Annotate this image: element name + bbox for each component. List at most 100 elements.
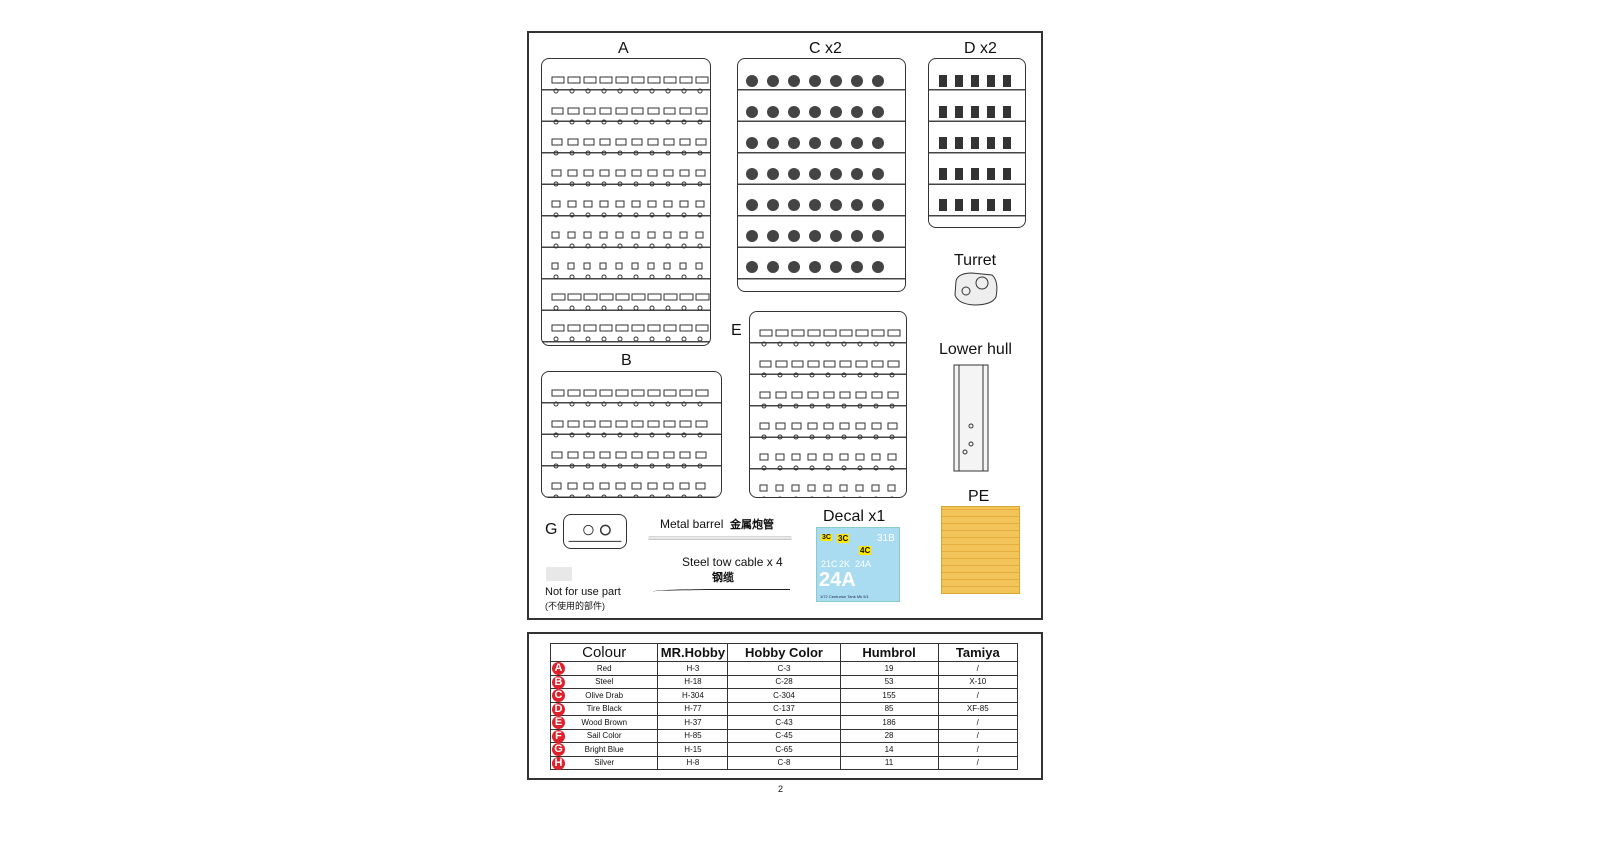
tamiya-code-text: /: [976, 758, 979, 768]
tamiya-code: /: [937, 755, 1019, 770]
tow-cable-label: Steel tow cable x 4: [682, 555, 783, 569]
color-name: C Olive Drab: [549, 688, 659, 703]
decal-code: 24A: [819, 569, 856, 591]
sprue-a-parts: [551, 76, 710, 342]
sprue-c: [737, 58, 906, 292]
humbrol-code-text: 85: [884, 704, 894, 714]
sprue-b: [541, 371, 722, 498]
decal-code: 3C: [837, 534, 850, 543]
mrhobby-code-text: H-18: [684, 677, 702, 687]
decal-code: 24A: [855, 559, 872, 569]
color-name-text: Silver: [594, 758, 615, 768]
sprue-e-parts: [759, 329, 901, 497]
page-number: 2: [778, 784, 784, 794]
metal-barrel-text: Metal barrel: [660, 517, 724, 531]
sprue-a: [541, 58, 711, 346]
tamiya-code-text: /: [976, 731, 979, 741]
sprue-g-parts: [568, 524, 622, 542]
sprue-d-label: D x2: [964, 40, 997, 57]
mrhobby-code-text: H-304: [682, 690, 704, 700]
color-name-text: Tire Black: [586, 704, 622, 714]
color-table-header: Colour MR.Hobby Hobby Color Humbrol Tami…: [549, 643, 1019, 662]
sprue-g-label: G: [545, 521, 558, 538]
humbrol-code-text: 53: [884, 677, 894, 687]
tamiya-code: /: [937, 728, 1019, 743]
header-colour: Colour: [549, 643, 659, 662]
mrhobby-code: H-18: [657, 674, 729, 689]
tamiya-code-text: /: [976, 690, 979, 700]
hobby-color-code-text: C-45: [775, 731, 793, 741]
color-key-badge: C: [552, 689, 565, 702]
sprue-d: [928, 58, 1026, 228]
mrhobby-code: H-37: [657, 715, 729, 730]
tamiya-code-text: /: [976, 663, 979, 673]
color-name-text: Sail Color: [586, 731, 622, 741]
sprue-g: [563, 514, 627, 549]
color-key-badge: F: [552, 729, 565, 743]
tow-cable-label-cn: 钢缆: [712, 572, 734, 584]
decal-code: 4C: [859, 546, 872, 555]
tamiya-code-text: X-10: [969, 677, 987, 687]
turret-label: Turret: [954, 252, 997, 269]
mrhobby-code-text: H-85: [684, 731, 702, 741]
tamiya-code: XF-85: [937, 701, 1019, 716]
color-key-badge: E: [552, 716, 565, 729]
tamiya-code: /: [937, 742, 1019, 757]
hobby-color-code: C-43: [727, 715, 841, 730]
humbrol-code-text: 28: [884, 731, 894, 741]
humbrol-code-text: 19: [884, 663, 894, 673]
table-row: C Olive Drab H-304 C-304 155 /: [549, 688, 1019, 703]
header-humbrol: Humbrol: [839, 643, 939, 662]
mrhobby-code-text: H-8: [686, 758, 700, 768]
decal-sheet: 3C 3C 4C 31B 21C 2K 24A 24A 1/72 Centuri…: [816, 527, 900, 602]
header-tamiya: Tamiya: [937, 643, 1019, 662]
decal-code: 3C: [821, 534, 832, 541]
tamiya-code-text: XF-85: [966, 704, 989, 714]
sprue-b-label: B: [621, 352, 632, 369]
parts-frame: [527, 31, 1043, 620]
hobby-color-code: C-3: [727, 661, 841, 676]
mrhobby-code-text: H-15: [684, 744, 702, 754]
humbrol-code-text: 155: [882, 690, 896, 700]
tow-cable: [653, 589, 790, 594]
mrhobby-code: H-77: [657, 701, 729, 716]
color-name-text: Steel: [595, 677, 614, 687]
table-row: H Silver H-8 C-8 11 /: [549, 755, 1019, 770]
header-mrhobby: MR.Hobby: [657, 643, 729, 662]
color-name: D Tire Black: [549, 701, 659, 716]
hobby-color-code-text: C-3: [777, 663, 791, 673]
color-table: Colour MR.Hobby Hobby Color Humbrol Tami…: [549, 643, 1019, 770]
not-for-use-label-cn: (不使用的部件): [545, 601, 605, 611]
humbrol-code: 53: [839, 674, 939, 689]
hobby-color-code: C-45: [727, 728, 841, 743]
not-for-use-label: Not for use part: [545, 586, 621, 598]
color-key-badge: H: [552, 756, 565, 770]
lower-hull-part: [951, 362, 991, 474]
color-key-badge: D: [552, 702, 565, 716]
tamiya-code-text: /: [976, 717, 979, 727]
hobby-color-code-text: C-8: [777, 758, 791, 768]
color-name-text: Olive Drab: [585, 690, 624, 700]
metal-barrel: [648, 536, 792, 540]
humbrol-code: 11: [839, 755, 939, 770]
humbrol-code: 19: [839, 661, 939, 676]
tamiya-code-text: /: [976, 744, 979, 754]
hobby-color-code-text: C-65: [775, 744, 793, 754]
color-name: H Silver: [549, 755, 659, 770]
sprue-d-parts: [939, 75, 1011, 211]
decal-label: Decal x1: [823, 508, 886, 525]
hobby-color-code: C-137: [727, 701, 841, 716]
hobby-color-code-text: C-304: [773, 690, 795, 700]
humbrol-code: 155: [839, 688, 939, 703]
decal-code: 21C: [821, 559, 838, 569]
sprue-a-label: A: [618, 40, 629, 57]
sprue-c-label: C x2: [809, 40, 842, 57]
